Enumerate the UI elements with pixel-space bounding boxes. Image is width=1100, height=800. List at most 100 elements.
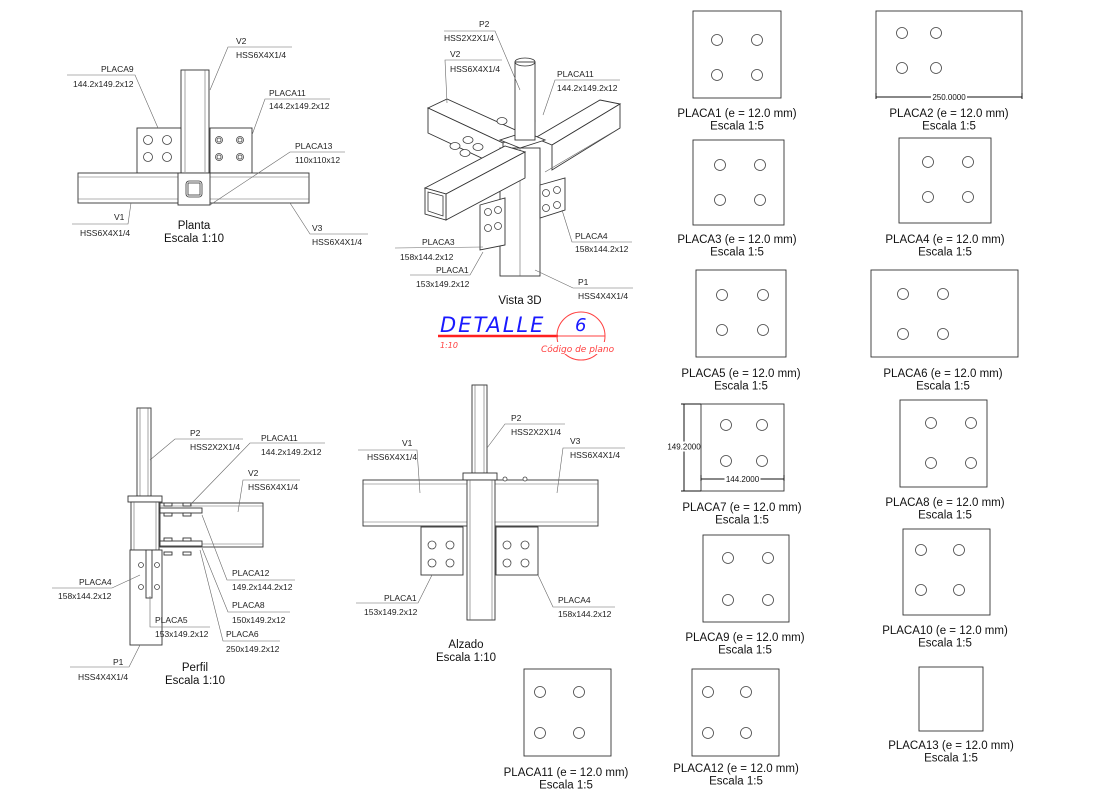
callout-name: V1	[402, 438, 413, 448]
callout-name: PLACA1	[384, 593, 417, 603]
bolt-hole	[930, 62, 942, 74]
plate-scale: Escala 1:5	[718, 645, 772, 657]
callout-spec: 158x144.2x12	[58, 591, 112, 601]
callout-name: P1	[578, 277, 589, 287]
bolt-hole	[714, 194, 726, 206]
bolt-hole	[897, 328, 909, 340]
bolt-hole	[915, 584, 927, 596]
bolt-hole	[925, 417, 937, 429]
plate-outline	[702, 534, 790, 623]
plate-outline	[523, 668, 612, 757]
callout-spec: 158x144.2x12	[400, 252, 454, 262]
callout-name: PLACA4	[558, 595, 591, 605]
plate-scale: Escala 1:5	[916, 381, 970, 393]
dimension-width: 250.0000	[932, 93, 966, 102]
plate-details: PLACA1 (e = 12.0 mm)Escala 1:5250.0000PL…	[504, 10, 1023, 792]
planta-view: V2 HSS6X4X1/4 PLACA9 144.2x149.2x12 PLAC…	[67, 36, 368, 247]
plate-outline	[870, 269, 1019, 358]
plate-scale: Escala 1:5	[924, 753, 978, 765]
plate-scale: Escala 1:5	[715, 515, 769, 527]
view-title: Planta	[178, 220, 211, 232]
bolt-hole	[720, 455, 732, 467]
plate-label: PLACA12 (e = 12.0 mm)	[673, 763, 799, 775]
bolt-hole	[922, 156, 934, 168]
bolt-hole	[720, 419, 732, 431]
callout-spec: 144.2x149.2x12	[73, 79, 134, 89]
callout-name: P1	[113, 657, 124, 667]
plate-outline	[692, 139, 785, 226]
bolt-hole	[762, 552, 774, 564]
plate-label: PLACA13 (e = 12.0 mm)	[888, 740, 1014, 752]
bolt-hole	[716, 289, 728, 301]
plate-scale: Escala 1:5	[710, 247, 764, 259]
plate-placa9	[136, 127, 182, 174]
callout-spec: HSS6X4X1/4	[312, 237, 362, 247]
callout-spec: 153x149.2x12	[416, 279, 470, 289]
callout-spec: 144.2x149.2x12	[269, 101, 330, 111]
callout-name: PLACA8	[232, 600, 265, 610]
bolt-hole	[757, 289, 769, 301]
callout-name: V3	[570, 436, 581, 446]
alzado-view: P2 HSS2X2X1/4 V1 HSS6X4X1/4 V3 HSS6X4X1/…	[356, 384, 625, 664]
plate-scale: Escala 1:5	[714, 381, 768, 393]
callout-name: PLACA5	[155, 615, 188, 625]
plate-scale: Escala 1:5	[539, 780, 593, 792]
bolt-hole	[534, 727, 546, 739]
plate-scale: Escala 1:5	[922, 121, 976, 133]
plate-detail: PLACA3 (e = 12.0 mm)Escala 1:5	[677, 139, 797, 259]
bolt-hole	[897, 288, 909, 300]
bolt-hole	[930, 27, 942, 39]
bolt-hole	[573, 727, 585, 739]
plate-label: PLACA3 (e = 12.0 mm)	[677, 234, 796, 246]
plate-detail: PLACA9 (e = 12.0 mm)Escala 1:5	[685, 534, 805, 657]
column-p2	[471, 384, 488, 474]
plate-placa13	[177, 172, 211, 206]
perfil-view: P2 HSS2X2X1/4 PLACA11 144.2x149.2x12 V2 …	[52, 407, 325, 687]
plate-placa1	[420, 526, 464, 576]
callout-name: V2	[248, 468, 259, 478]
plate-detail: PLACA8 (e = 12.0 mm)Escala 1:5	[885, 399, 1005, 522]
plate-label: PLACA4 (e = 12.0 mm)	[885, 234, 1004, 246]
bolt-hole	[702, 727, 714, 739]
callout-spec: 250x149.2x12	[226, 644, 280, 654]
view-scale: Escala 1:10	[165, 675, 225, 687]
plate-label: PLACA6 (e = 12.0 mm)	[883, 368, 1002, 380]
bolt-hole	[896, 27, 908, 39]
callout-name: PLACA3	[422, 237, 455, 247]
plate-label: PLACA5 (e = 12.0 mm)	[681, 368, 800, 380]
bolt-hole	[740, 686, 752, 698]
bolt-hole	[762, 594, 774, 606]
detail-tag: DETALLE 6 1:10 Código de plano	[438, 311, 622, 361]
view-title: Perfil	[182, 662, 208, 674]
bolt-hole	[751, 69, 763, 81]
callout-spec: 158x144.2x12	[558, 609, 612, 619]
callout-spec: 153x149.2x12	[364, 607, 418, 617]
plate-label: PLACA7 (e = 12.0 mm)	[682, 502, 801, 514]
plate-label: PLACA11 (e = 12.0 mm)	[504, 767, 629, 779]
bolt-hole	[962, 191, 974, 203]
detail-number: 6	[575, 315, 588, 336]
plate-detail: PLACA4 (e = 12.0 mm)Escala 1:5	[885, 137, 1005, 259]
callout-spec: 144.2x149.2x12	[557, 83, 618, 93]
callout-spec: 110x110x12	[295, 155, 340, 165]
callout-name: V2	[450, 49, 461, 59]
bolt-hole	[716, 324, 728, 336]
bolt-hole	[937, 328, 949, 340]
view-scale: Escala 1:10	[436, 652, 496, 664]
callout-spec: HSS6X4X1/4	[80, 228, 130, 238]
plate-scale: Escala 1:5	[709, 776, 763, 788]
detail-title: DETALLE	[440, 313, 545, 337]
vista-3d-view: P2 HSS2X2X1/4 V2 HSS6X4X1/4 PLACA11 144.…	[394, 19, 633, 307]
bolt-hole	[925, 457, 937, 469]
plate-detail: PLACA11 (e = 12.0 mm)Escala 1:5	[504, 668, 629, 792]
plate-outline	[898, 137, 992, 224]
bolt-hole	[757, 324, 769, 336]
plate-outline	[902, 528, 991, 616]
plate-label: PLACA10 (e = 12.0 mm)	[882, 625, 1008, 637]
plate-outline	[700, 403, 785, 492]
dimension-height: 149.2000	[667, 443, 701, 452]
plate-outline	[918, 666, 984, 732]
callout-name: P2	[511, 413, 522, 423]
